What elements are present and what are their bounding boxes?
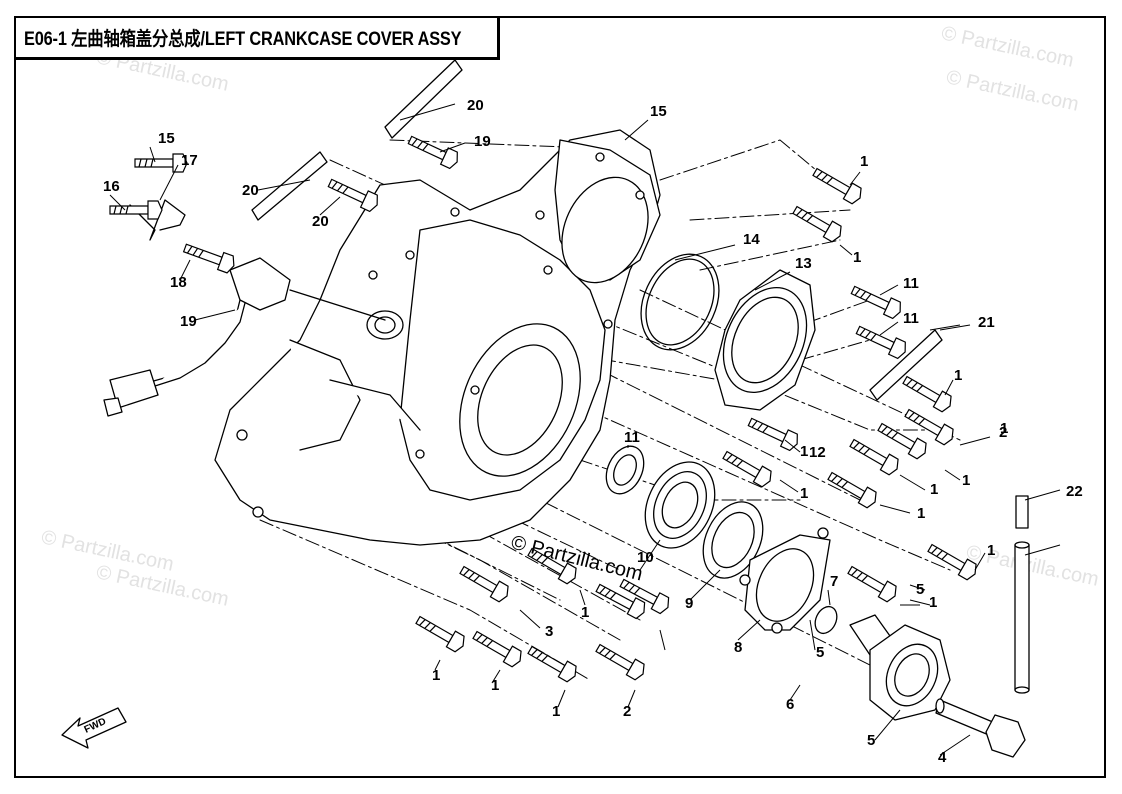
bolt (109, 200, 163, 220)
callout-1: 1 (929, 594, 937, 611)
callout-5: 5 (916, 581, 924, 598)
bolt (327, 178, 378, 213)
callout-1: 1 (853, 249, 861, 266)
bolt (595, 643, 645, 681)
shaft (1014, 495, 1030, 694)
bolt (407, 135, 458, 170)
bolts-group (109, 135, 977, 683)
bolt (877, 422, 927, 460)
sensor-harness (103, 257, 386, 417)
bolt (747, 417, 798, 452)
callout-3: 3 (545, 623, 553, 640)
callout-5: 5 (867, 732, 875, 749)
bolt (619, 578, 670, 615)
callout-1: 1 (1000, 420, 1008, 437)
bolt (927, 543, 977, 581)
bearing (644, 461, 716, 549)
page-title: E06-1 左曲轴箱盖分总成/LEFT CRANKCASE COVER ASSY (24, 29, 462, 50)
callout-20: 20 (312, 213, 329, 230)
callout-1: 1 (800, 485, 808, 502)
callout-1: 1 (930, 481, 938, 498)
callout-19: 19 (180, 313, 197, 330)
title-box: E06-1 左曲轴箱盖分总成/LEFT CRANKCASE COVER ASSY (14, 16, 500, 60)
bolt (415, 615, 465, 653)
bolt (902, 375, 952, 413)
bracket (129, 199, 186, 241)
bolt (847, 565, 897, 603)
callout-1: 1 (581, 604, 589, 621)
bolt (182, 243, 235, 274)
bolt (527, 547, 577, 585)
o-ring (640, 253, 720, 351)
callout-14: 14 (743, 231, 760, 248)
callout-11: 11 (903, 275, 919, 292)
oil-seal (605, 445, 645, 495)
bolt (134, 153, 188, 173)
large-bolt (935, 698, 1026, 758)
callout-11: 11 (903, 310, 919, 327)
callout-1: 1 (491, 677, 499, 694)
fwd-arrow (61, 707, 127, 749)
callout-1: 1 (860, 153, 868, 170)
bolt (850, 285, 901, 320)
callout-20: 20 (467, 97, 484, 114)
callout-9: 9 (685, 595, 693, 612)
bolt (792, 205, 842, 243)
callout-19: 19 (474, 133, 491, 150)
callout-21: 21 (978, 314, 995, 331)
diagram-frame (14, 16, 1106, 778)
crankcase-cover (214, 129, 661, 546)
bolt (904, 408, 954, 446)
callout-16: 16 (103, 178, 120, 195)
bolt (849, 438, 899, 476)
callout-11: 11 (624, 429, 640, 446)
bearing-cover (714, 269, 816, 411)
callout-1: 1 (954, 367, 962, 384)
callout-1: 1 (432, 667, 440, 684)
callout-10: 10 (637, 549, 654, 566)
callout-1: 1 (800, 443, 808, 460)
bolt (812, 167, 862, 205)
callout-1: 1 (552, 703, 560, 720)
callout-8: 8 (734, 639, 742, 656)
bolt (527, 645, 577, 683)
callout-20: 20 (242, 182, 259, 199)
bolt (459, 565, 509, 603)
callout-15: 15 (650, 103, 667, 120)
gasket (739, 527, 831, 634)
leader-lines (109, 103, 1061, 756)
callout-1: 1 (917, 505, 925, 522)
callout-2: 2 (999, 424, 1007, 441)
callout-4: 4 (938, 749, 947, 766)
bolt (472, 630, 522, 668)
bearing (702, 501, 764, 579)
callout-12: 12 (809, 444, 826, 461)
callout-13: 13 (795, 255, 812, 272)
bolt (855, 325, 906, 360)
bolt (827, 471, 877, 509)
callout-1: 1 (962, 472, 970, 489)
callout-18: 18 (170, 274, 187, 291)
callout-7: 7 (830, 573, 838, 590)
callout-2: 2 (623, 703, 631, 720)
callout-22: 22 (1066, 483, 1083, 500)
bolt (595, 583, 646, 620)
o-ring (814, 605, 838, 635)
callout-15: 15 (158, 130, 175, 147)
bolt (722, 450, 772, 488)
callout-6: 6 (786, 696, 794, 713)
callout-17: 17 (181, 152, 198, 169)
housing (849, 614, 951, 721)
callout-1: 1 (987, 542, 995, 559)
callout-5: 5 (816, 644, 824, 661)
